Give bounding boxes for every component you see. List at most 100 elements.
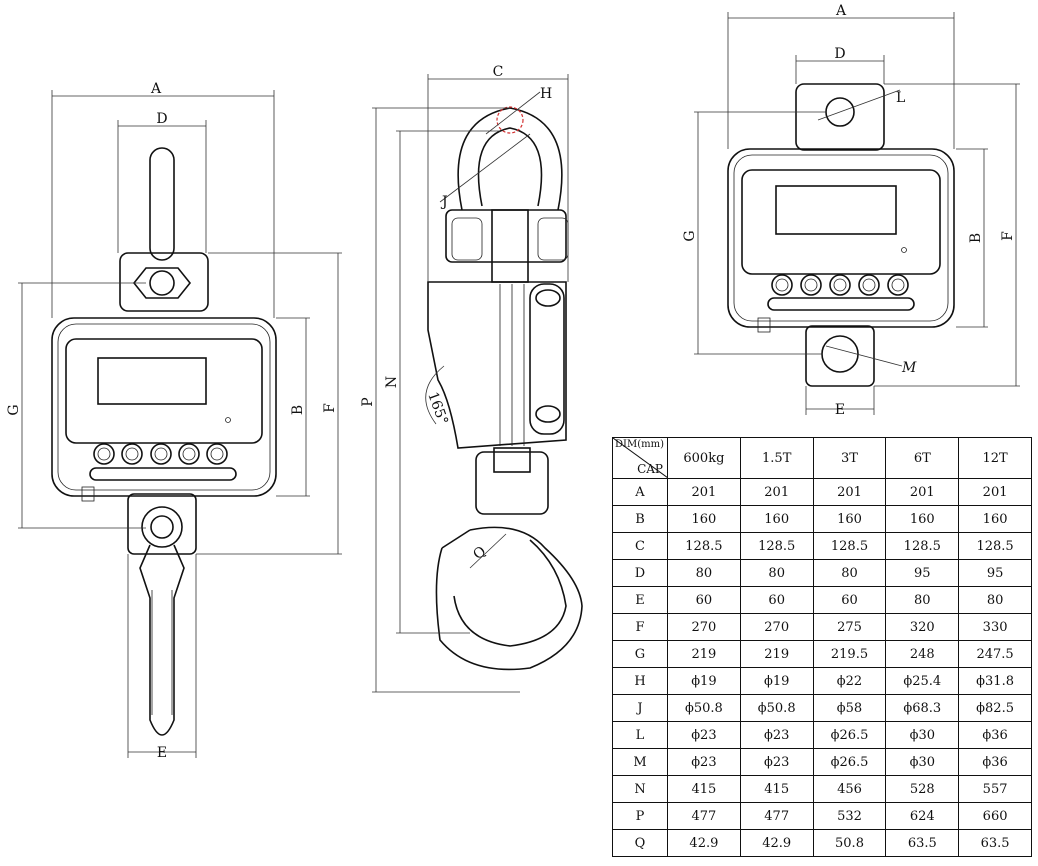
cell-value: 456 xyxy=(812,775,887,803)
back-dim-L: L xyxy=(896,90,905,106)
cell-value: ϕ58 xyxy=(812,694,887,722)
front-view: A D G B F E xyxy=(6,81,342,761)
cell-value: 219 xyxy=(739,640,814,668)
corner-dim-label: DIM(mm) xyxy=(615,439,664,450)
cell-value: 128.5 xyxy=(958,532,1032,560)
back-dim-F: F xyxy=(1000,231,1016,241)
back-dim-A: A xyxy=(835,3,847,19)
cell-value: 42.9 xyxy=(667,829,741,857)
cell-value: 477 xyxy=(739,802,814,830)
row-key: L xyxy=(612,721,668,749)
cell-value: 50.8 xyxy=(812,829,887,857)
header-capacity: 600kg xyxy=(667,437,741,479)
row-key: Q xyxy=(612,829,668,857)
cell-value: ϕ19 xyxy=(667,667,741,695)
cell-value: 95 xyxy=(958,559,1032,587)
cell-value: ϕ26.5 xyxy=(812,721,887,749)
cell-value: 270 xyxy=(739,613,814,641)
row-key: N xyxy=(612,775,668,803)
row-key: A xyxy=(612,478,668,506)
cell-value: 415 xyxy=(739,775,814,803)
cell-value: 128.5 xyxy=(885,532,960,560)
cell-value: 42.9 xyxy=(739,829,814,857)
cell-value: ϕ30 xyxy=(885,721,960,749)
cell-value: 219 xyxy=(667,640,741,668)
side-angle: 165° xyxy=(424,390,451,427)
cell-value: 660 xyxy=(958,802,1032,830)
cell-value: 160 xyxy=(885,505,960,533)
cell-value: 557 xyxy=(958,775,1032,803)
side-dim-Q: Q xyxy=(470,543,489,563)
cell-value: 201 xyxy=(958,478,1032,506)
header-capacity: 3T xyxy=(812,437,887,479)
header-capacity: 1.5T xyxy=(739,437,814,479)
cell-value: ϕ23 xyxy=(667,721,741,749)
corner-cap-label: CAP xyxy=(637,462,663,476)
cell-value: 128.5 xyxy=(812,532,887,560)
front-dim-E: E xyxy=(157,745,167,761)
row-key: B xyxy=(612,505,668,533)
cell-value: 60 xyxy=(812,586,887,614)
cell-value: ϕ26.5 xyxy=(812,748,887,776)
front-dim-F: F xyxy=(322,403,338,413)
cell-value: 201 xyxy=(812,478,887,506)
cell-value: 95 xyxy=(885,559,960,587)
cell-value: 528 xyxy=(885,775,960,803)
cell-value: 201 xyxy=(885,478,960,506)
row-key: M xyxy=(612,748,668,776)
cell-value: 532 xyxy=(812,802,887,830)
row-key: F xyxy=(612,613,668,641)
table-corner-cell: DIM(mm) CAP xyxy=(612,437,668,479)
cell-value: 160 xyxy=(739,505,814,533)
cell-value: 80 xyxy=(739,559,814,587)
row-key: H xyxy=(612,667,668,695)
cell-value: 219.5 xyxy=(812,640,887,668)
header-capacity: 12T xyxy=(958,437,1032,479)
front-dim-G: G xyxy=(6,404,22,415)
cell-value: 275 xyxy=(812,613,887,641)
cell-value: 477 xyxy=(667,802,741,830)
cell-value: 248 xyxy=(885,640,960,668)
side-dim-P: P xyxy=(360,397,376,406)
back-dim-G: G xyxy=(682,230,698,241)
cell-value: 247.5 xyxy=(958,640,1032,668)
front-dim-D: D xyxy=(156,111,167,127)
back-dim-B: B xyxy=(968,233,984,243)
cell-value: ϕ23 xyxy=(667,748,741,776)
cell-value: 80 xyxy=(812,559,887,587)
cell-value: 330 xyxy=(958,613,1032,641)
side-dim-J: J xyxy=(440,194,448,210)
back-dim-D: D xyxy=(834,46,845,62)
cell-value: 60 xyxy=(667,586,741,614)
cell-value: 415 xyxy=(667,775,741,803)
table-header-row: DIM(mm) CAP 600kg 1.5T 3T 6T 12T xyxy=(612,437,1032,479)
cell-value: ϕ36 xyxy=(958,748,1032,776)
cell-value: 320 xyxy=(885,613,960,641)
cell-value: 128.5 xyxy=(667,532,741,560)
cell-value: 270 xyxy=(667,613,741,641)
row-key: G xyxy=(612,640,668,668)
cell-value: ϕ50.8 xyxy=(739,694,814,722)
cell-value: 63.5 xyxy=(885,829,960,857)
row-key: P xyxy=(612,802,668,830)
corner-diagonal xyxy=(613,438,667,478)
cell-value: ϕ22 xyxy=(812,667,887,695)
side-dim-C: C xyxy=(493,64,504,80)
back-dim-M: M xyxy=(901,360,917,376)
cell-value: ϕ23 xyxy=(739,748,814,776)
side-dim-H: H xyxy=(540,86,552,102)
cell-value: 624 xyxy=(885,802,960,830)
cell-value: ϕ82.5 xyxy=(958,694,1032,722)
cell-value: 60 xyxy=(739,586,814,614)
row-key: E xyxy=(612,586,668,614)
row-key: C xyxy=(612,532,668,560)
cell-value: ϕ30 xyxy=(885,748,960,776)
